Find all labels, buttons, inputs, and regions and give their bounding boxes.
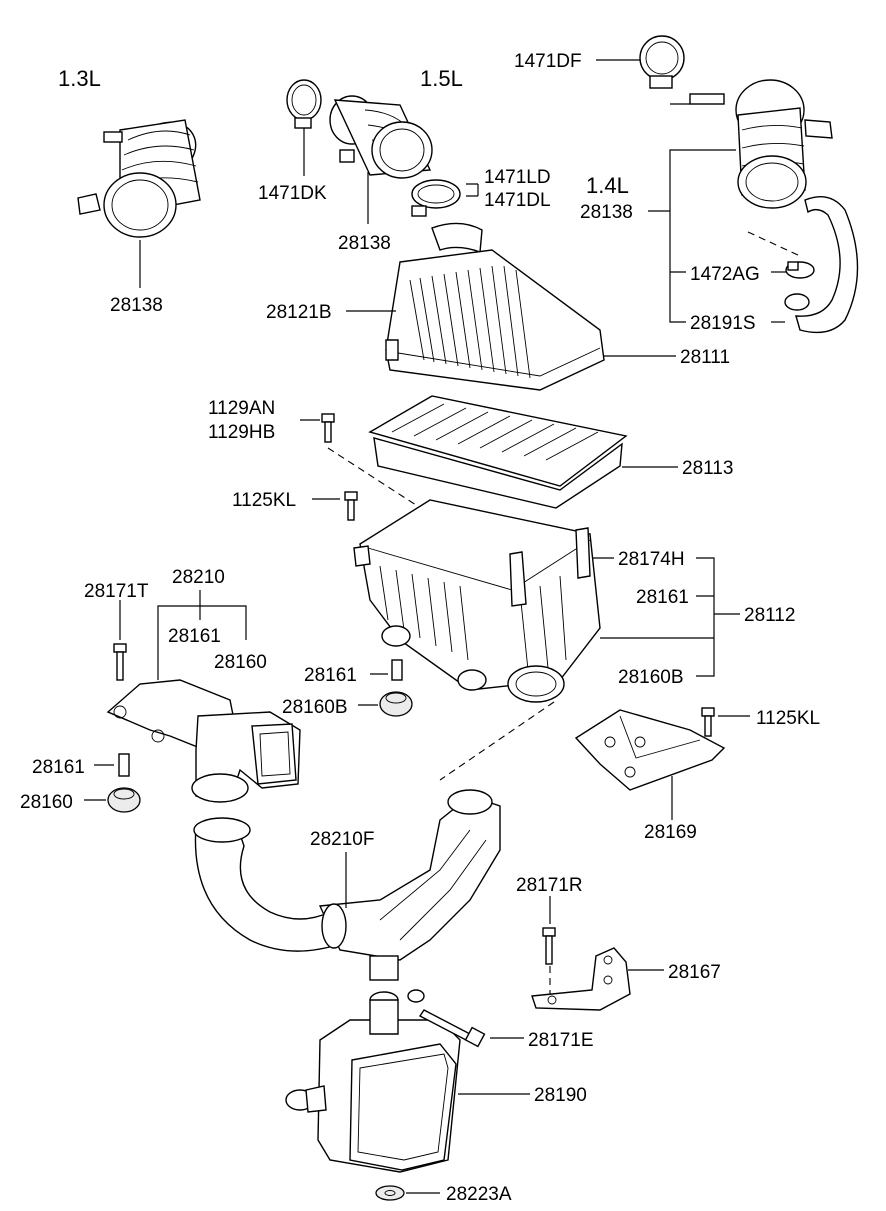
bolt-1125kl-lower xyxy=(701,707,715,737)
callout-28223a: 28223A xyxy=(446,1184,512,1205)
callout-1471ld: 1471LD xyxy=(484,167,551,188)
callout-28160b-body: 28160B xyxy=(618,667,684,688)
label-1-5l: 1.5L xyxy=(420,66,463,91)
callout-1471dl: 1471DL xyxy=(484,190,551,211)
callout-28138-1-4l: 28138 xyxy=(580,202,633,223)
callout-1471dk: 1471DK xyxy=(258,183,327,204)
washer-28223a xyxy=(375,1185,405,1201)
callout-1125kl-lower: 1125KL xyxy=(756,708,820,729)
grommet-28160b-mid xyxy=(379,691,413,717)
clamp-1471dk xyxy=(286,79,322,129)
callout-1471df: 1471DF xyxy=(514,51,582,72)
label-1-4l: 1.4L xyxy=(586,173,629,198)
clamp-1471df xyxy=(639,35,685,89)
clamp-1472ag xyxy=(785,261,815,279)
callout-28161-body: 28161 xyxy=(636,587,689,608)
bolt-1125kl-upper xyxy=(344,491,358,521)
air-cleaner-body-28112 xyxy=(353,499,601,703)
callout-28161-left: 28161 xyxy=(32,757,85,778)
callout-28112: 28112 xyxy=(744,605,795,626)
callout-1129hb: 1129HB xyxy=(208,422,275,443)
callout-1472ag: 1472AG xyxy=(690,264,760,285)
bolt-28171r xyxy=(542,927,556,965)
air-cleaner-cover-28111 xyxy=(385,222,605,391)
intake-hose-1-4l xyxy=(689,79,833,209)
callout-28210: 28210 xyxy=(172,567,225,588)
callout-28161-duct: 28161 xyxy=(168,626,221,647)
callout-28171t: 28171T xyxy=(84,581,149,602)
intake-duct-28210f xyxy=(193,789,501,981)
callout-28138-1-5l: 28138 xyxy=(338,233,391,254)
callout-28169: 28169 xyxy=(644,822,697,843)
resonator-28190 xyxy=(285,989,461,1173)
bracket-28167 xyxy=(531,947,631,1011)
callout-28167: 28167 xyxy=(668,962,721,983)
callout-28160-duct: 28160 xyxy=(214,652,267,673)
callout-28121b: 28121B xyxy=(266,302,332,323)
callout-28160b-mid: 28160B xyxy=(282,697,348,718)
label-1-3l: 1.3L xyxy=(58,66,101,91)
collar-28161-left xyxy=(118,753,130,777)
callout-28171r: 28171R xyxy=(516,875,583,896)
callout-28210f: 28210F xyxy=(310,829,374,850)
callout-28190: 28190 xyxy=(534,1085,587,1106)
bolt-28171t xyxy=(113,643,127,681)
callout-28111: 28111 xyxy=(680,347,730,368)
bolt-1129an xyxy=(321,413,335,443)
callout-1125kl-upper: 1125KL xyxy=(232,490,296,511)
collar-28161-mid xyxy=(391,659,403,681)
callout-28160-left: 28160 xyxy=(20,792,73,813)
callout-28171e: 28171E xyxy=(528,1030,594,1051)
callout-28138-1-3l: 28138 xyxy=(110,295,163,316)
callout-28161-mid: 28161 xyxy=(304,665,357,686)
callout-28174h: 28174H xyxy=(618,549,685,570)
intake-duct-28210 xyxy=(106,679,301,803)
bolt-28171e xyxy=(418,1009,486,1048)
bracket-28169 xyxy=(574,709,726,791)
callout-28191s: 28191S xyxy=(690,313,756,334)
breather-hose-28191s xyxy=(784,196,859,334)
callout-1129an: 1129AN xyxy=(208,398,275,419)
callout-28113: 28113 xyxy=(682,458,733,479)
air-filter-28113 xyxy=(368,395,628,509)
clamp-1471ld xyxy=(411,179,461,217)
grommet-28160-left xyxy=(107,787,141,813)
intake-hose-1-5l xyxy=(329,95,433,179)
intake-hose-1-3l xyxy=(77,119,201,238)
